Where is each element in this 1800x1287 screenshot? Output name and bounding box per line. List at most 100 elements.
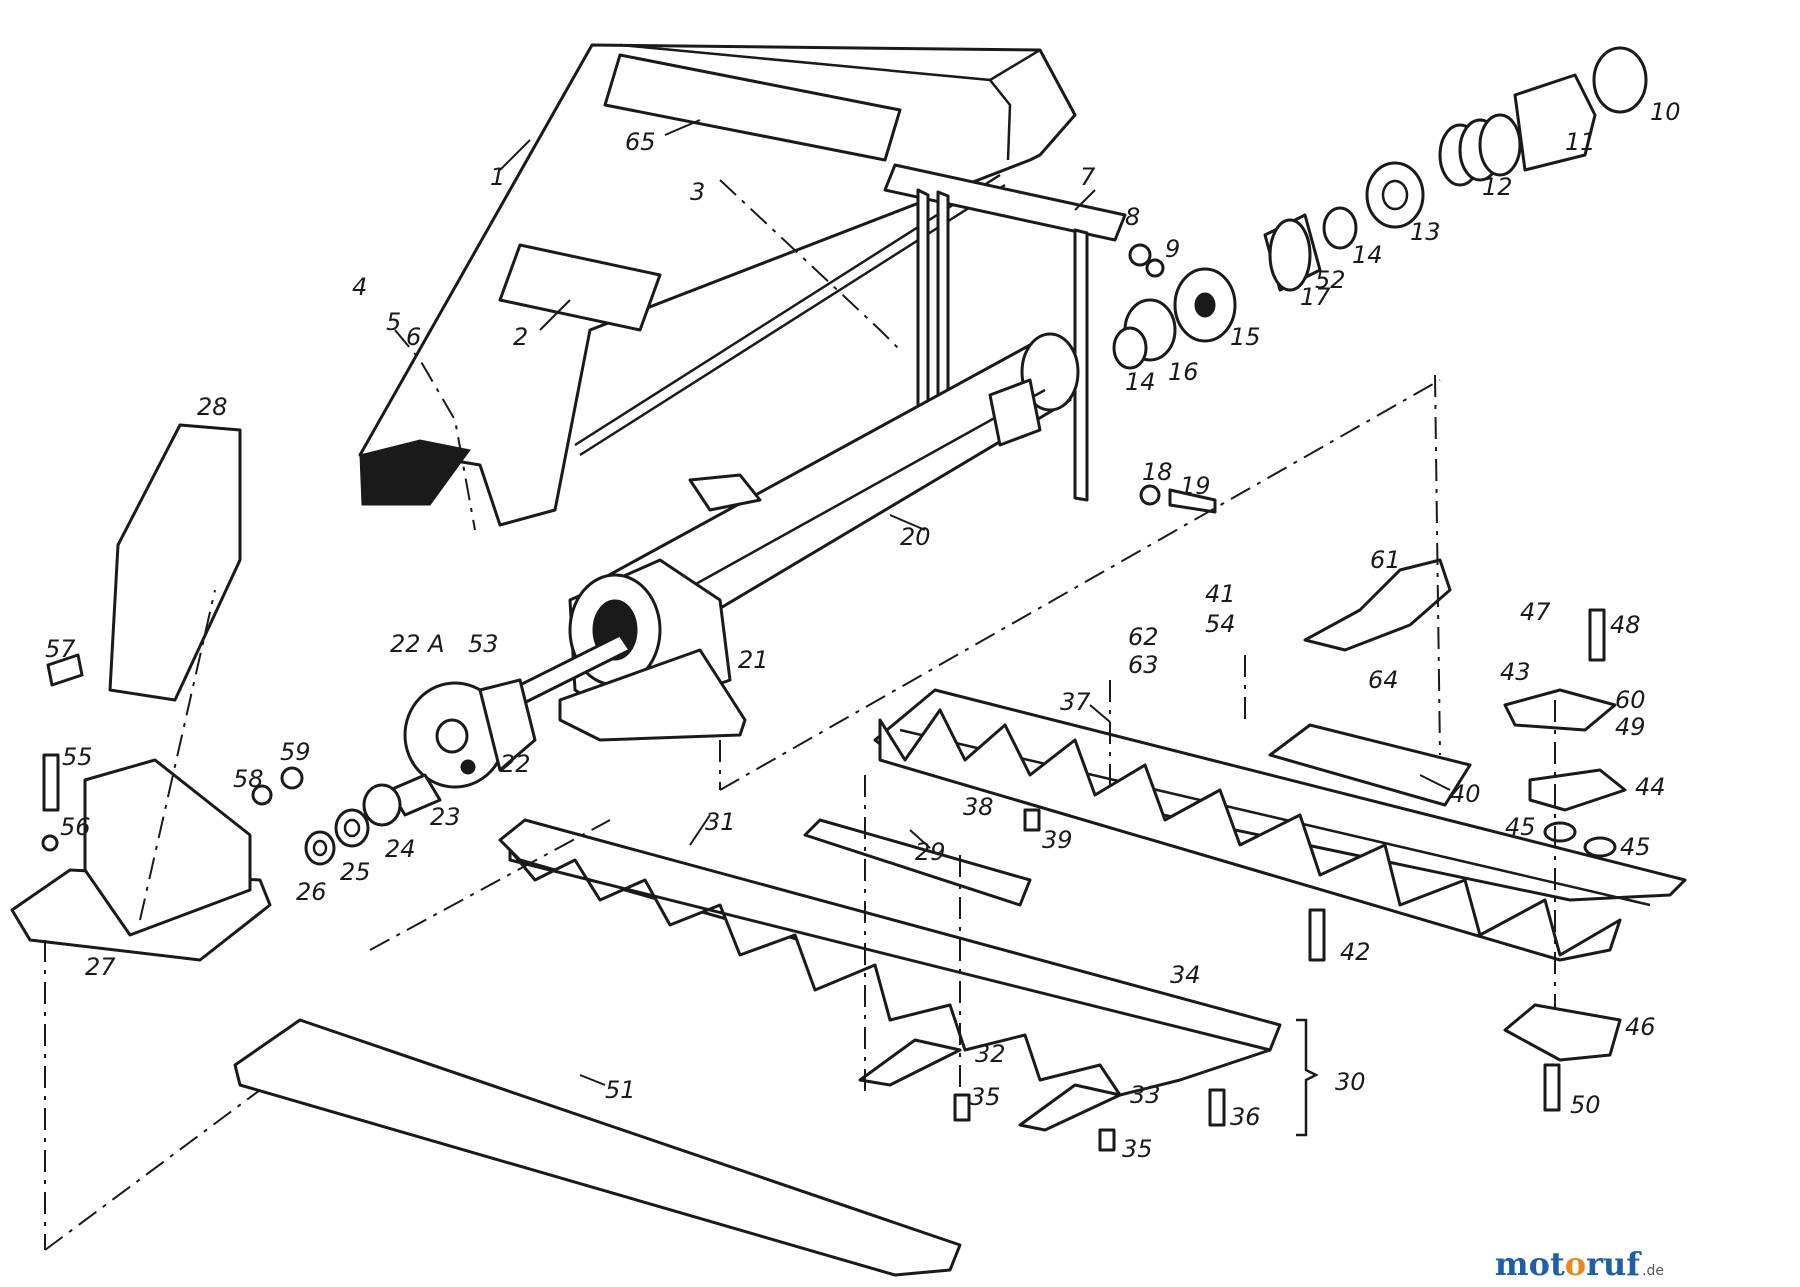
label-51: 51 bbox=[605, 1076, 636, 1104]
label-46: 46 bbox=[1625, 1013, 1656, 1041]
label-50: 50 bbox=[1570, 1091, 1601, 1119]
watermark-logo: motoruf .de bbox=[1495, 1245, 1664, 1283]
label-52: 52 bbox=[1315, 266, 1346, 294]
bolt-50 bbox=[1543, 1063, 1561, 1112]
label-25: 25 bbox=[340, 858, 371, 886]
label-13: 13 bbox=[1410, 218, 1441, 246]
guard-plate-32 bbox=[858, 1038, 962, 1087]
clip-61 bbox=[1303, 558, 1452, 652]
guard-teeth-37 bbox=[878, 708, 1622, 962]
plate-46 bbox=[1503, 1003, 1622, 1062]
label-41: 41 bbox=[1205, 580, 1236, 608]
label-4: 4 bbox=[352, 273, 367, 301]
label-7: 7 bbox=[1080, 163, 1096, 191]
label-60: 60 bbox=[1615, 686, 1646, 714]
label-2: 2 bbox=[513, 323, 528, 351]
nut-58 bbox=[251, 784, 273, 806]
label-40: 40 bbox=[1450, 780, 1481, 808]
label-6: 6 bbox=[406, 323, 421, 351]
housing-11 bbox=[1513, 73, 1597, 172]
group-bracket-30 bbox=[1296, 1018, 1319, 1137]
label-35-b: 35 bbox=[1122, 1135, 1153, 1163]
label-30: 30 bbox=[1335, 1068, 1366, 1096]
label-3: 3 bbox=[690, 178, 705, 206]
bolt-35-b bbox=[1098, 1128, 1116, 1152]
label-45-a: 45 bbox=[1505, 813, 1536, 841]
label-16: 16 bbox=[1168, 358, 1199, 386]
label-20: 20 bbox=[900, 523, 931, 551]
label-14-lower: 14 bbox=[1125, 368, 1156, 396]
label-21: 21 bbox=[738, 646, 769, 674]
ring-26 bbox=[304, 830, 336, 866]
label-59: 59 bbox=[280, 738, 311, 766]
label-26: 26 bbox=[296, 878, 327, 906]
disc-13 bbox=[1365, 161, 1425, 229]
nut-59 bbox=[280, 766, 304, 790]
label-9: 9 bbox=[1165, 235, 1180, 263]
part-labels: 1 2 3 4 5 6 7 8 9 10 11 12 13 14 14 15 1… bbox=[45, 98, 1681, 1163]
label-27: 27 bbox=[85, 953, 116, 981]
label-10: 10 bbox=[1650, 98, 1681, 126]
label-57: 57 bbox=[45, 635, 76, 663]
svg-text:motoruf: motoruf bbox=[1495, 1245, 1642, 1283]
label-64: 64 bbox=[1368, 666, 1399, 694]
label-47: 47 bbox=[1520, 598, 1551, 626]
bolt-42 bbox=[1308, 908, 1326, 962]
assembly-lines bbox=[44, 179, 1556, 1251]
label-29: 29 bbox=[915, 838, 946, 866]
clamp-43 bbox=[1503, 688, 1617, 732]
washer-56 bbox=[41, 834, 59, 852]
label-35-a: 35 bbox=[970, 1083, 1001, 1111]
label-53: 53 bbox=[468, 630, 499, 658]
decal-65 bbox=[603, 53, 902, 162]
label-22: 22 bbox=[500, 750, 531, 778]
decal-2 bbox=[498, 243, 662, 332]
label-12: 12 bbox=[1482, 173, 1513, 201]
pulley-22 bbox=[403, 678, 537, 789]
ring-14-lower bbox=[1112, 326, 1148, 370]
block-44 bbox=[1528, 768, 1627, 812]
label-49: 49 bbox=[1615, 713, 1646, 741]
label-34: 34 bbox=[1170, 961, 1201, 989]
knife-sections-31 bbox=[508, 848, 1272, 1097]
watermark-brand: motoruf bbox=[1495, 1245, 1642, 1283]
bolt-36 bbox=[1208, 1088, 1226, 1127]
label-43: 43 bbox=[1500, 658, 1531, 686]
label-15: 15 bbox=[1230, 323, 1261, 351]
label-17: 17 bbox=[1300, 283, 1331, 311]
label-63: 63 bbox=[1128, 651, 1159, 679]
label-44: 44 bbox=[1635, 773, 1666, 801]
label-48: 48 bbox=[1610, 611, 1641, 639]
leader-lines bbox=[499, 119, 1451, 1086]
label-18: 18 bbox=[1142, 458, 1173, 486]
nut-18 bbox=[1139, 484, 1161, 506]
label-32: 32 bbox=[975, 1040, 1006, 1068]
label-55: 55 bbox=[62, 743, 93, 771]
guard-plate-33 bbox=[1018, 1083, 1122, 1132]
ring-14-upper bbox=[1322, 206, 1358, 250]
washer-25 bbox=[334, 808, 370, 848]
label-33: 33 bbox=[1130, 1081, 1161, 1109]
bolt-48 bbox=[1588, 608, 1606, 662]
label-39: 39 bbox=[1042, 826, 1073, 854]
label-1: 1 bbox=[490, 163, 505, 191]
label-62: 62 bbox=[1128, 623, 1159, 651]
bolt-35-a bbox=[953, 1093, 971, 1122]
label-19: 19 bbox=[1180, 472, 1211, 500]
label-24: 24 bbox=[385, 835, 416, 863]
label-8: 8 bbox=[1125, 203, 1140, 231]
label-58: 58 bbox=[233, 765, 264, 793]
washer-45-b bbox=[1583, 836, 1617, 858]
label-42: 42 bbox=[1340, 938, 1371, 966]
bearing-15 bbox=[1173, 267, 1237, 343]
label-56: 56 bbox=[60, 813, 91, 841]
plate-40 bbox=[1268, 723, 1472, 807]
label-22a: 22 A bbox=[390, 630, 445, 658]
nut-8 bbox=[1128, 243, 1152, 267]
label-65: 65 bbox=[625, 128, 656, 156]
spring-12 bbox=[1438, 113, 1522, 187]
bracket-7 bbox=[883, 163, 1127, 502]
bolt-57 bbox=[46, 653, 84, 687]
label-11: 11 bbox=[1565, 128, 1596, 156]
